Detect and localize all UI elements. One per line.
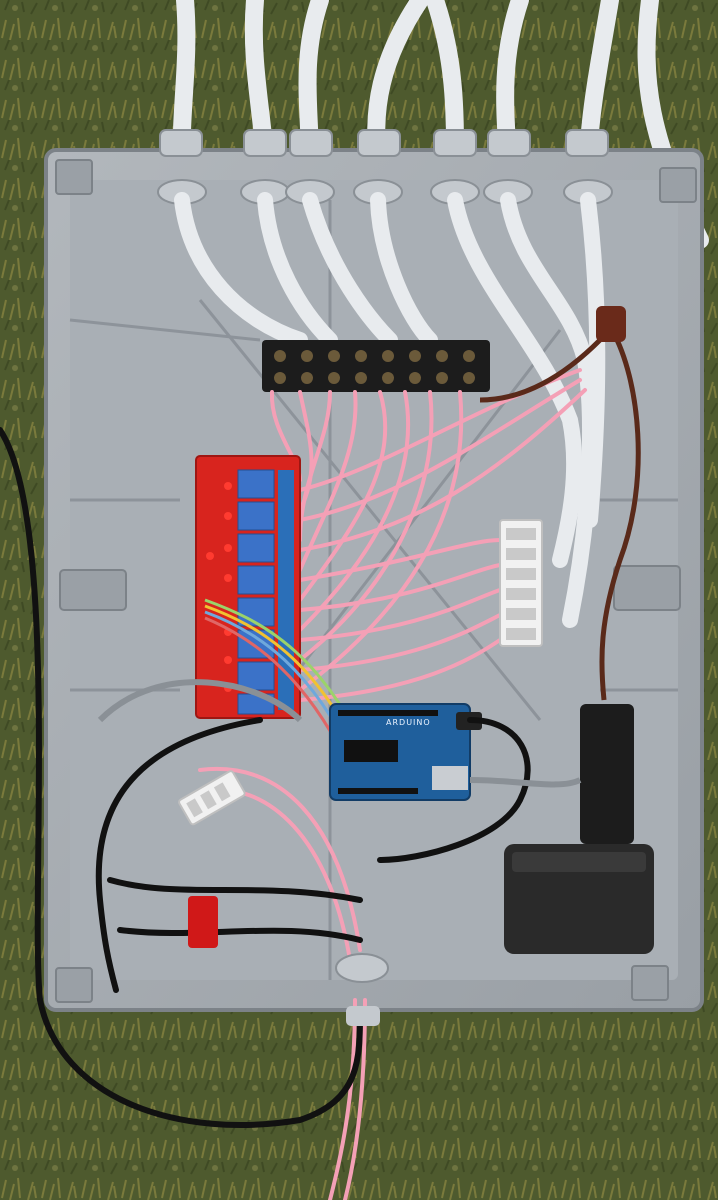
pink-wires xyxy=(198,368,587,1200)
red-cable-clip xyxy=(188,896,218,948)
bottom-cable-gland xyxy=(335,953,389,983)
power-adapter xyxy=(504,704,654,954)
relay-board xyxy=(195,455,301,719)
brown-connector xyxy=(596,306,626,342)
white-terminal-strip xyxy=(499,519,543,647)
black-terminal-block xyxy=(262,340,490,392)
grey-cables xyxy=(97,679,582,788)
arduino-board xyxy=(329,703,482,801)
small-terminal-strip xyxy=(178,770,246,826)
bottom-gland-outer xyxy=(346,1006,380,1026)
black-cables xyxy=(0,427,531,1128)
inner-white-cables xyxy=(174,192,606,628)
brown-cable xyxy=(479,328,641,701)
mounting-tabs xyxy=(55,159,697,1003)
